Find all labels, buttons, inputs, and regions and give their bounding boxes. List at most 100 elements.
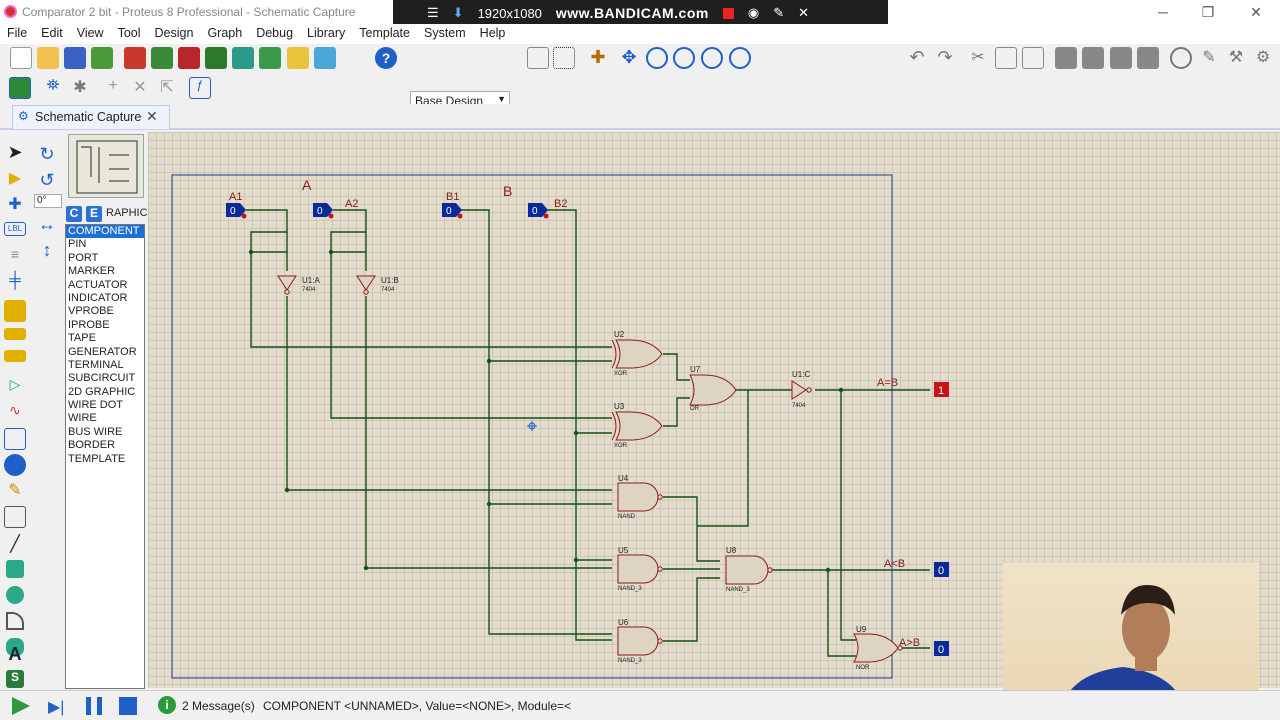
pick-devices-button[interactable]: C — [66, 206, 82, 222]
close-button[interactable]: ✕ — [1250, 4, 1262, 20]
nand-gate-u5[interactable]: U5 NAND_3 — [617, 546, 663, 592]
mirror-horizontal-icon[interactable]: ↔ — [38, 214, 56, 234]
subcircuit-icon[interactable] — [4, 300, 26, 322]
list-item[interactable]: PIN — [68, 238, 87, 251]
help-icon[interactable]: ? — [375, 47, 397, 69]
text-tool-icon[interactable]: A — [8, 644, 22, 664]
block-delete-icon[interactable] — [1137, 47, 1159, 69]
netlist-icon[interactable]: ƒ — [189, 77, 211, 99]
pause-icon[interactable] — [86, 697, 102, 715]
list-item[interactable]: MARKER — [68, 265, 116, 278]
zoom-all-icon[interactable] — [701, 47, 723, 69]
maximize-button[interactable]: ❐ — [1201, 4, 1215, 20]
redo-icon[interactable]: ↷ — [937, 47, 953, 67]
cost-icon[interactable] — [287, 47, 309, 69]
menu-template[interactable]: Template — [359, 26, 410, 40]
new-file-icon[interactable] — [10, 47, 32, 69]
inverter-u1c[interactable]: U1:C 7404 — [791, 370, 812, 409]
bom-icon[interactable] — [259, 47, 281, 69]
list-item[interactable]: SUBCIRCUIT — [68, 372, 136, 385]
list-item[interactable]: GENERATOR — [68, 345, 137, 358]
device-pin-icon[interactable] — [4, 350, 26, 362]
list-item[interactable]: ACTUATOR — [68, 278, 128, 291]
rotation-angle-field[interactable]: 0° — [34, 194, 62, 208]
zoom-area-icon[interactable] — [729, 47, 751, 69]
list-item[interactable]: INDICATOR — [68, 291, 128, 304]
wire-label-icon[interactable]: LBL — [4, 222, 26, 236]
text-script-icon[interactable]: ≡ — [10, 246, 20, 262]
search-tag-icon[interactable]: ⛯ — [46, 77, 60, 94]
generator-icon[interactable] — [4, 428, 26, 450]
rotate-anticlockwise-icon[interactable]: ↺ — [39, 170, 55, 190]
undo-icon[interactable]: ↶ — [909, 47, 925, 67]
path-tool-icon[interactable] — [6, 638, 24, 656]
menu-graph[interactable]: Graph — [207, 26, 243, 40]
logic-input-b1[interactable]: 0 B1 — [442, 191, 463, 219]
schematic-icon[interactable] — [151, 47, 173, 69]
list-item[interactable]: BORDER — [68, 439, 116, 452]
list-item[interactable]: WIRE DOT — [68, 399, 123, 412]
stop-record-icon[interactable] — [722, 7, 734, 19]
overview-preview[interactable] — [68, 134, 144, 198]
nand-gate-u8[interactable]: U8 NAND_3 — [725, 546, 773, 593]
wire-autorouter-icon[interactable] — [9, 77, 31, 99]
block-move-icon[interactable] — [1082, 47, 1104, 69]
tape-recorder-icon[interactable]: ∿ — [9, 402, 21, 418]
list-item[interactable]: PORT — [68, 251, 99, 264]
step-icon[interactable]: ▶| — [48, 699, 65, 716]
block-rotate-icon[interactable] — [1110, 47, 1132, 69]
grid-toggle-icon[interactable] — [553, 47, 575, 69]
or-gate-u7[interactable]: U7 OR — [689, 365, 737, 412]
circle-tool-icon[interactable] — [6, 586, 24, 604]
3d-view-icon[interactable] — [232, 47, 254, 69]
menu-system[interactable]: System — [423, 26, 466, 40]
menu-debug[interactable]: Debug — [256, 26, 294, 40]
origin-icon[interactable]: ✚ — [590, 47, 606, 67]
logic-input-a2[interactable]: 0 A2 — [313, 198, 358, 219]
symbol-tool-icon[interactable]: S — [6, 670, 24, 688]
box-tool-icon[interactable] — [6, 560, 24, 578]
tab-close-icon[interactable]: ✕ — [146, 108, 158, 124]
list-item[interactable]: VPROBE — [68, 305, 114, 318]
new-sheet-icon[interactable]: + — [108, 77, 118, 94]
virtual-instrument-icon[interactable] — [4, 506, 26, 528]
current-probe-icon[interactable]: ✎ — [8, 482, 22, 499]
junction-dot-icon[interactable]: ✚ — [8, 196, 22, 213]
exit-to-parent-icon[interactable]: ⇱ — [160, 79, 174, 96]
zoom-in-icon[interactable] — [646, 47, 668, 69]
paste-icon[interactable] — [1022, 47, 1044, 69]
menu-edit[interactable]: Edit — [41, 26, 63, 40]
copy-icon[interactable] — [995, 47, 1017, 69]
packaging-tool-icon[interactable]: ⚒ — [1228, 49, 1244, 66]
list-item[interactable]: COMPONENT — [66, 225, 144, 239]
nand-gate-u4[interactable]: U4 NAND — [617, 474, 663, 520]
logic-output-greater[interactable]: A>B 0 — [899, 637, 949, 656]
nor-gate-u9[interactable]: U9 NOR — [853, 625, 903, 671]
bus-icon[interactable]: ╪ — [9, 272, 21, 289]
make-device-icon[interactable]: ✎ — [1202, 49, 1216, 66]
logic-input-b2[interactable]: 0 B2 — [528, 198, 567, 219]
line-tool-icon[interactable]: ╱ — [10, 536, 20, 553]
mirror-vertical-icon[interactable]: ↕ — [42, 240, 52, 260]
logic-output-less[interactable]: A<B 0 — [884, 558, 949, 577]
gerber-icon[interactable] — [205, 47, 227, 69]
remove-sheet-icon[interactable]: ✕ — [133, 79, 147, 96]
menu-help[interactable]: Help — [479, 26, 506, 40]
pcb-icon[interactable] — [178, 47, 200, 69]
pick-device-icon[interactable] — [1170, 47, 1192, 69]
voltage-probe-icon[interactable] — [4, 454, 26, 476]
inverter-u1b[interactable]: U1:B 7404 — [356, 275, 399, 295]
refresh-icon[interactable] — [527, 47, 549, 69]
pin-icon[interactable]: ⬇ — [452, 5, 464, 20]
save-icon[interactable] — [64, 47, 86, 69]
info-icon[interactable]: i — [158, 696, 176, 714]
xor-gate-u2[interactable]: U2 XOR — [611, 330, 663, 377]
menu-view[interactable]: View — [76, 26, 104, 40]
decompose-icon[interactable]: ⚙ — [1255, 49, 1271, 66]
pan-icon[interactable]: ✥ — [621, 47, 637, 67]
property-tool-icon[interactable]: ✱ — [73, 79, 87, 96]
graph-icon[interactable]: ▷ — [9, 376, 21, 392]
logic-input-a1[interactable]: 0 A1 — [226, 191, 247, 219]
menu-design[interactable]: Design — [154, 26, 194, 40]
stop-icon[interactable] — [119, 697, 137, 715]
